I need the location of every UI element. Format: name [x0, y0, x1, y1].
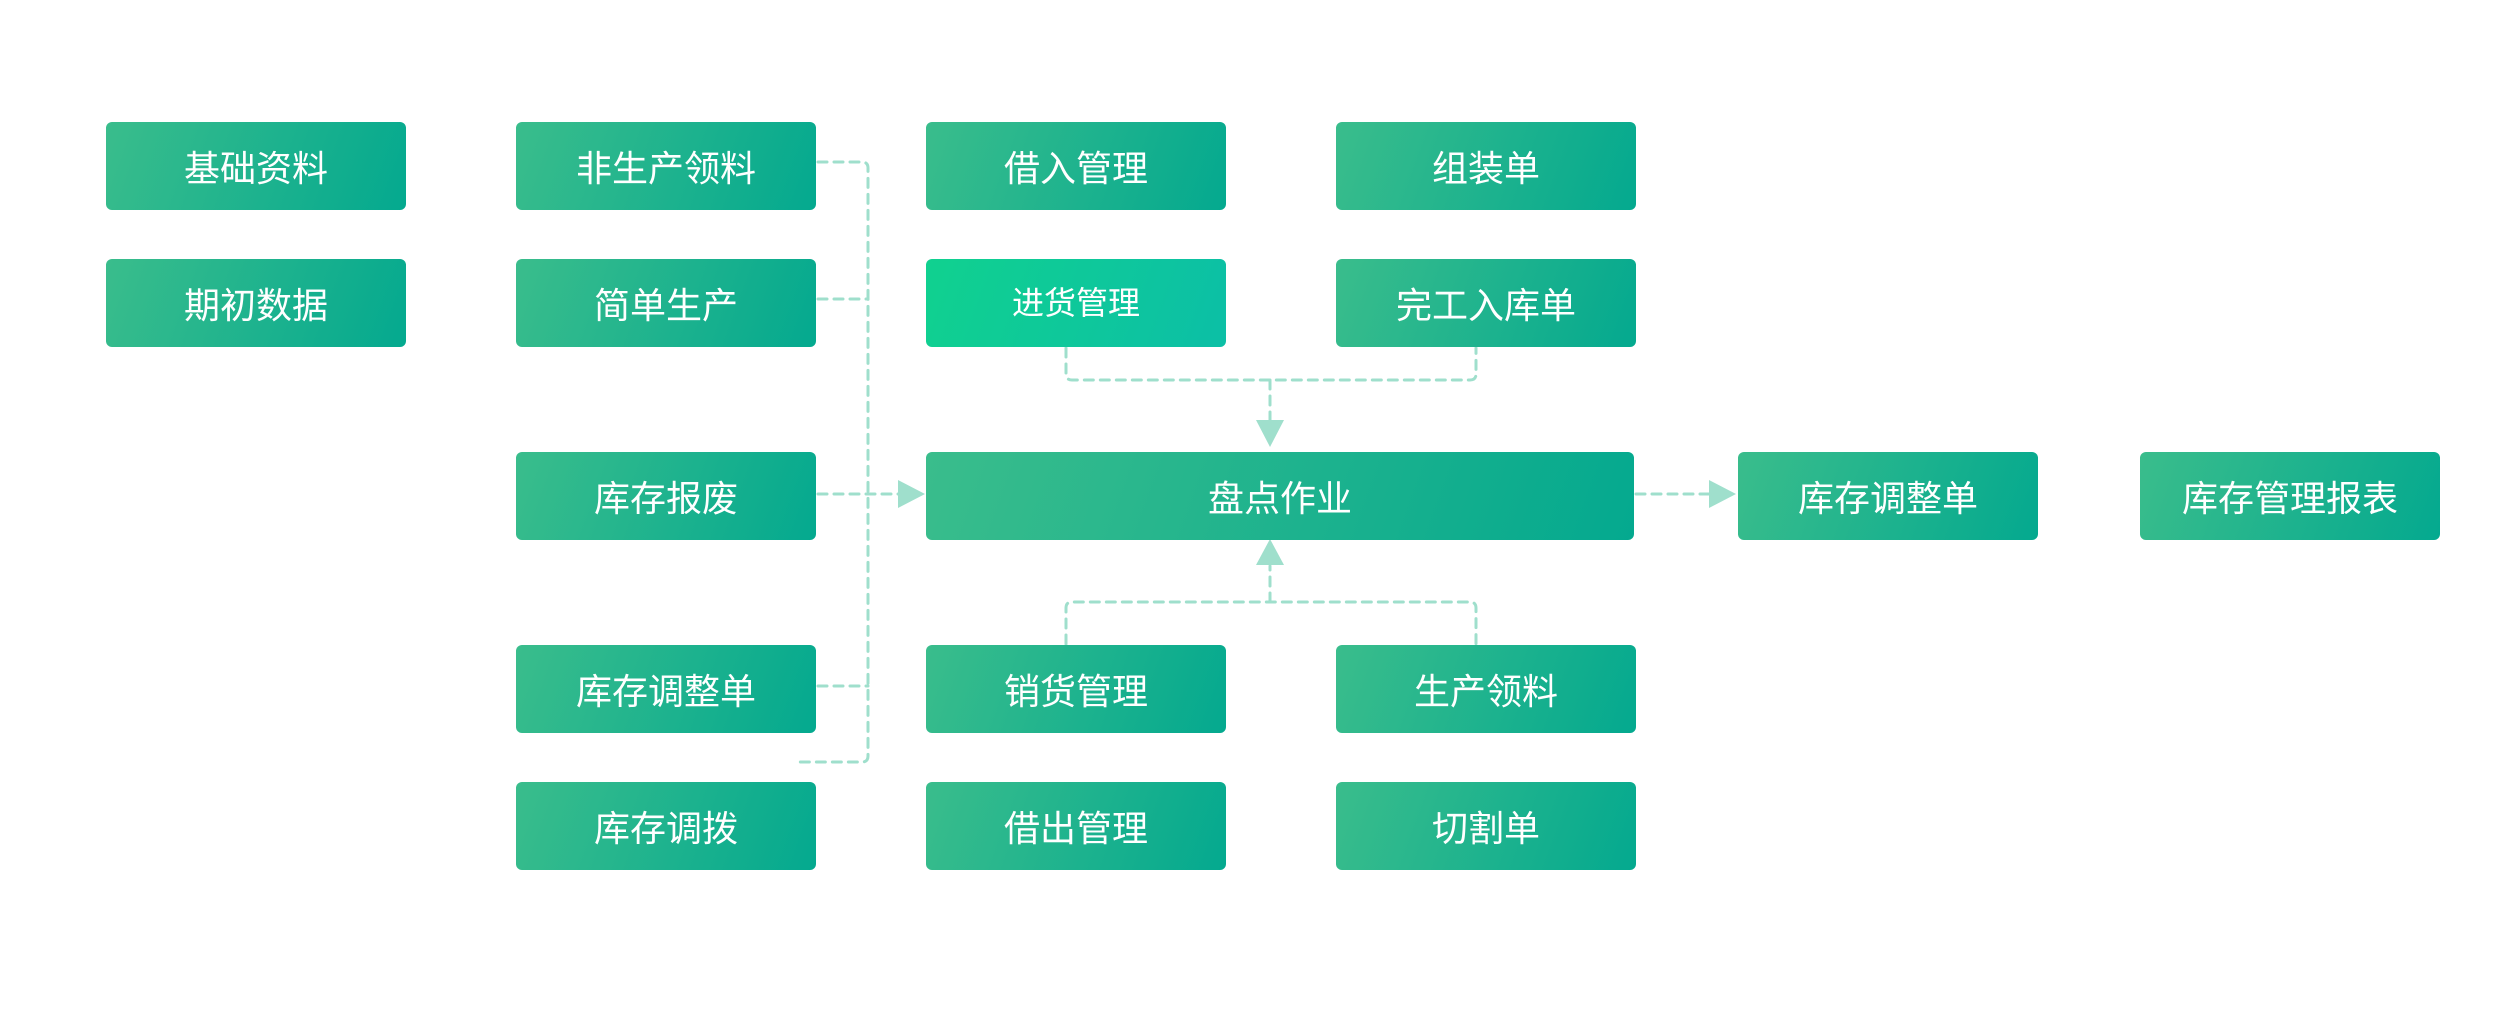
arrow-into-stocktaking-top: [1256, 420, 1284, 447]
connector-bottom-bracket: [1064, 600, 1478, 646]
arrow-into-stocktaking-bottom: [1256, 539, 1284, 565]
node-inventory-transfer[interactable]: 库存调拨: [516, 782, 816, 870]
node-inventory-adjustment-right[interactable]: 库存调整单: [1738, 452, 2038, 540]
node-label: 非生产领料: [575, 149, 756, 190]
node-inventory-adjustment-left[interactable]: 库存调整单: [516, 645, 816, 733]
node-label: 库存报废: [593, 479, 738, 520]
node-non-production-requisition[interactable]: 非生产领料: [516, 122, 816, 210]
node-simple-production[interactable]: 简单生产: [516, 259, 816, 347]
node-assembly-order[interactable]: 组装单: [1336, 122, 1636, 210]
node-label: 盘点作业: [1207, 479, 1352, 520]
connector-non-production-requisition: [796, 160, 870, 764]
node-label: 进货管理: [1011, 284, 1140, 322]
node-label: 借入管理: [1003, 149, 1148, 190]
node-opening-data[interactable]: 期初数据: [106, 259, 406, 347]
node-label: 完工入库单: [1395, 286, 1576, 327]
connector-top-bracket: [1064, 346, 1478, 382]
arrow-into-inventory-adjustment: [1709, 480, 1736, 508]
node-label: 基础资料: [183, 149, 328, 190]
node-inventory-report[interactable]: 库存管理报表: [2140, 452, 2440, 540]
arrow-into-stocktaking-left: [898, 480, 925, 508]
node-lend-out-management[interactable]: 借出管理: [926, 782, 1226, 870]
node-borrow-in-management[interactable]: 借入管理: [926, 122, 1226, 210]
node-label: 生产领料: [1413, 672, 1558, 713]
node-inventory-scrap[interactable]: 库存报废: [516, 452, 816, 540]
node-label: 借出管理: [1003, 809, 1148, 850]
node-label: 库存调整单: [575, 672, 756, 713]
node-label: 切割单: [1431, 809, 1540, 850]
node-label: 简单生产: [593, 286, 738, 327]
node-label: 组装单: [1431, 149, 1540, 190]
node-label: 期初数据: [183, 286, 328, 327]
node-label: 销货管理: [1003, 672, 1148, 713]
node-completion-receipt[interactable]: 完工入库单: [1336, 259, 1636, 347]
node-label: 库存管理报表: [2181, 479, 2398, 520]
node-label: 库存调整单: [1797, 479, 1978, 520]
node-basic-data[interactable]: 基础资料: [106, 122, 406, 210]
node-label: 库存调拨: [593, 809, 738, 850]
node-cutting-order[interactable]: 切割单: [1336, 782, 1636, 870]
node-purchase-management[interactable]: 进货管理: [926, 259, 1226, 347]
node-stocktaking[interactable]: 盘点作业: [926, 452, 1634, 540]
node-sales-management[interactable]: 销货管理: [926, 645, 1226, 733]
node-production-requisition[interactable]: 生产领料: [1336, 645, 1636, 733]
